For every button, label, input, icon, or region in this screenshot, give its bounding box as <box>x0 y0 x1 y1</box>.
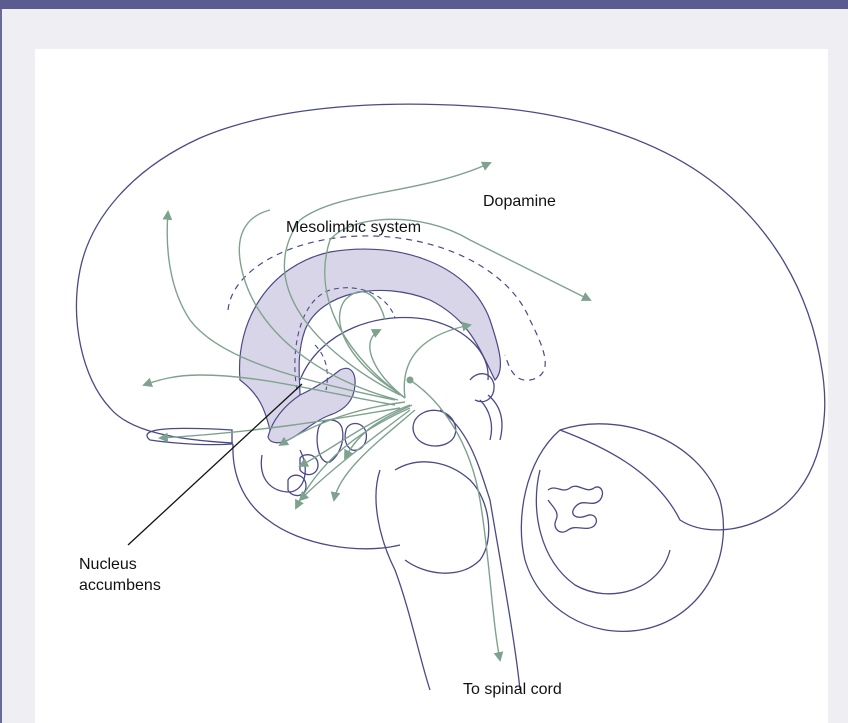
striatum-highlight <box>240 249 501 430</box>
colliculus <box>413 410 456 446</box>
nucleus-label-line2: accumbens <box>79 576 161 595</box>
hypothalamus-blob-1 <box>317 420 343 462</box>
vta-origin-dot <box>407 377 414 384</box>
spinal-cord-label: To spinal cord <box>463 680 562 699</box>
dopamine-pathways <box>144 163 590 660</box>
brainstem-outline-2 <box>440 410 520 690</box>
pons-outline <box>395 462 489 573</box>
dopamine-label: Dopamine <box>483 192 556 211</box>
temporal-inner <box>261 450 305 492</box>
cerebellum-outer <box>521 424 723 632</box>
brainstem-outline <box>376 470 430 690</box>
nucleus-label-line1: Nucleus <box>79 555 137 574</box>
mesolimbic-label: Mesolimbic system <box>286 218 421 237</box>
fourth-ventricle <box>548 486 602 532</box>
pathway-to-thalamus <box>404 325 470 398</box>
pathway-to-spinal <box>410 380 500 660</box>
nucleus-accumbens-leader <box>128 384 302 545</box>
brain-outline <box>77 104 825 690</box>
